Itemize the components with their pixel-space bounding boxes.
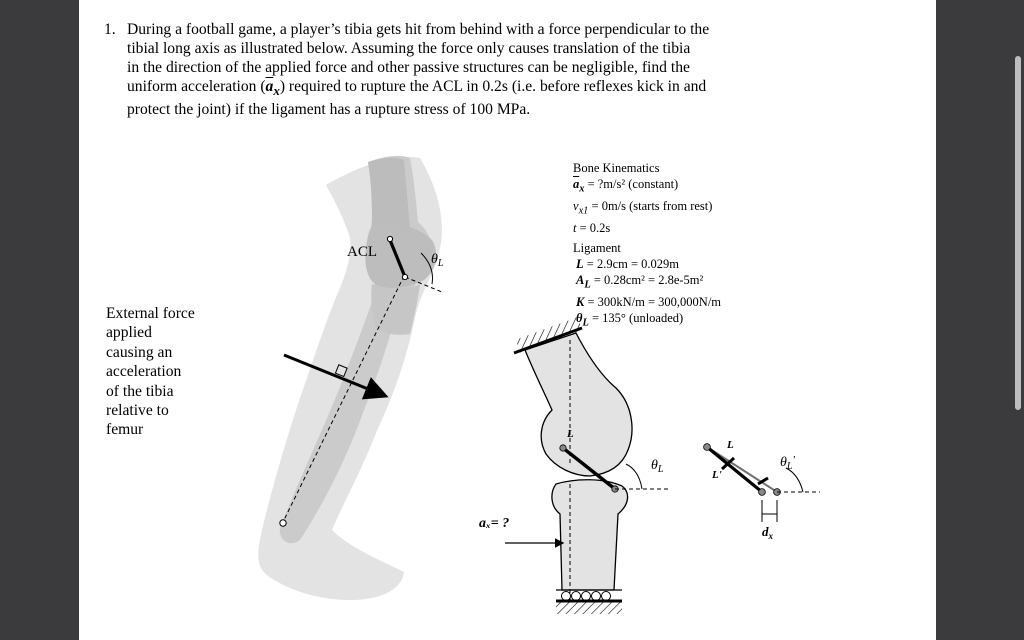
l-prime-label: L' <box>711 469 722 481</box>
ligament-stiffness: K = 300kN/m = 300,000N/m <box>576 295 722 310</box>
leg-illustration: ACL θL <box>258 155 444 600</box>
ax-label: aₓ= ? <box>479 516 509 531</box>
ligament-angle: θL = 135° (unloaded) <box>576 311 684 329</box>
ligament-block: Ligament L = 2.9cm = 0.029m AL = 0.28cm²… <box>573 240 721 332</box>
ground-hatch <box>556 602 622 614</box>
problem-line-5: protect the joint) if the ligament has a… <box>127 101 531 119</box>
detail-bottom-node-original <box>758 488 766 496</box>
tibia-model <box>551 479 629 591</box>
problem-line-4: uniform acceleration (ax) required to ru… <box>127 78 707 99</box>
stretched-ligament <box>706 446 778 493</box>
femur-shaft <box>368 157 410 232</box>
acl-label: ACL <box>347 244 377 260</box>
acl-femur-attachment <box>386 235 394 243</box>
kinematics-t: t = 0.2s <box>573 220 611 235</box>
document-page <box>79 0 936 640</box>
theta-l-prime-label: θL' <box>780 454 795 472</box>
dx-label: dx <box>762 524 774 541</box>
external-force-arrow <box>283 353 389 400</box>
problem-line-1: During a football game, a player’s tibia… <box>127 21 710 38</box>
knee-condyle <box>365 223 437 288</box>
ankle-point <box>279 519 287 527</box>
ligament-angle-arc <box>625 463 643 490</box>
acl-ligament <box>388 239 407 278</box>
length-marker-1 <box>720 456 736 471</box>
top-support-line <box>513 326 583 355</box>
right-angle-marker <box>334 364 348 378</box>
ligament-detail: L L' θL' dx <box>703 439 820 541</box>
roller-support <box>556 589 622 601</box>
ligament-length: L = 2.9cm = 0.029m <box>576 257 679 272</box>
ligament-title: Ligament <box>573 241 621 255</box>
external-force-caption: External force applied causing an accele… <box>106 305 195 439</box>
problem-line-2: tibial long axis as illustrated below. A… <box>127 40 691 57</box>
kinematics-title: Bone Kinematics <box>573 161 660 175</box>
problem-text: During a football game, a player’s tibia… <box>127 20 767 119</box>
ligament-area: AL = 0.28cm² = 2.8e-5m² <box>576 273 704 291</box>
tibial-long-axis <box>282 275 405 523</box>
knee-model: L θL aₓ= ? <box>479 317 668 614</box>
problem-number: 1. <box>104 21 116 38</box>
kinematics-ax: ax = ?m/s² (constant) <box>573 177 679 195</box>
bone-kinematics-block: Bone Kinematics ax = ?m/s² (constant) vx… <box>573 160 712 236</box>
top-support-hatch <box>515 317 583 353</box>
length-marker-2 <box>757 476 769 486</box>
theta-l-knee-label: θL <box>651 458 664 475</box>
tibia-plateau <box>371 284 420 335</box>
femur-model <box>524 332 633 477</box>
kinematics-vx: vx1 = 0m/s (starts from rest) <box>573 198 713 217</box>
ligament-top-node <box>559 444 567 452</box>
l-label-knee: L <box>566 428 574 440</box>
problem-line-3: in the direction of the applied force an… <box>127 59 690 76</box>
vertical-scrollbar[interactable] <box>1015 56 1021 410</box>
original-ligament <box>705 445 764 494</box>
theta-l-leg-label: θL <box>431 252 444 269</box>
detail-top-node <box>703 443 711 451</box>
acceleration-symbol: a <box>265 78 274 95</box>
acl-angle-arc <box>420 252 433 285</box>
ligament-model <box>561 446 617 491</box>
l-label-detail: L <box>726 439 734 451</box>
acl-tibia-attachment <box>401 273 409 281</box>
detail-angle-arc <box>785 467 804 493</box>
